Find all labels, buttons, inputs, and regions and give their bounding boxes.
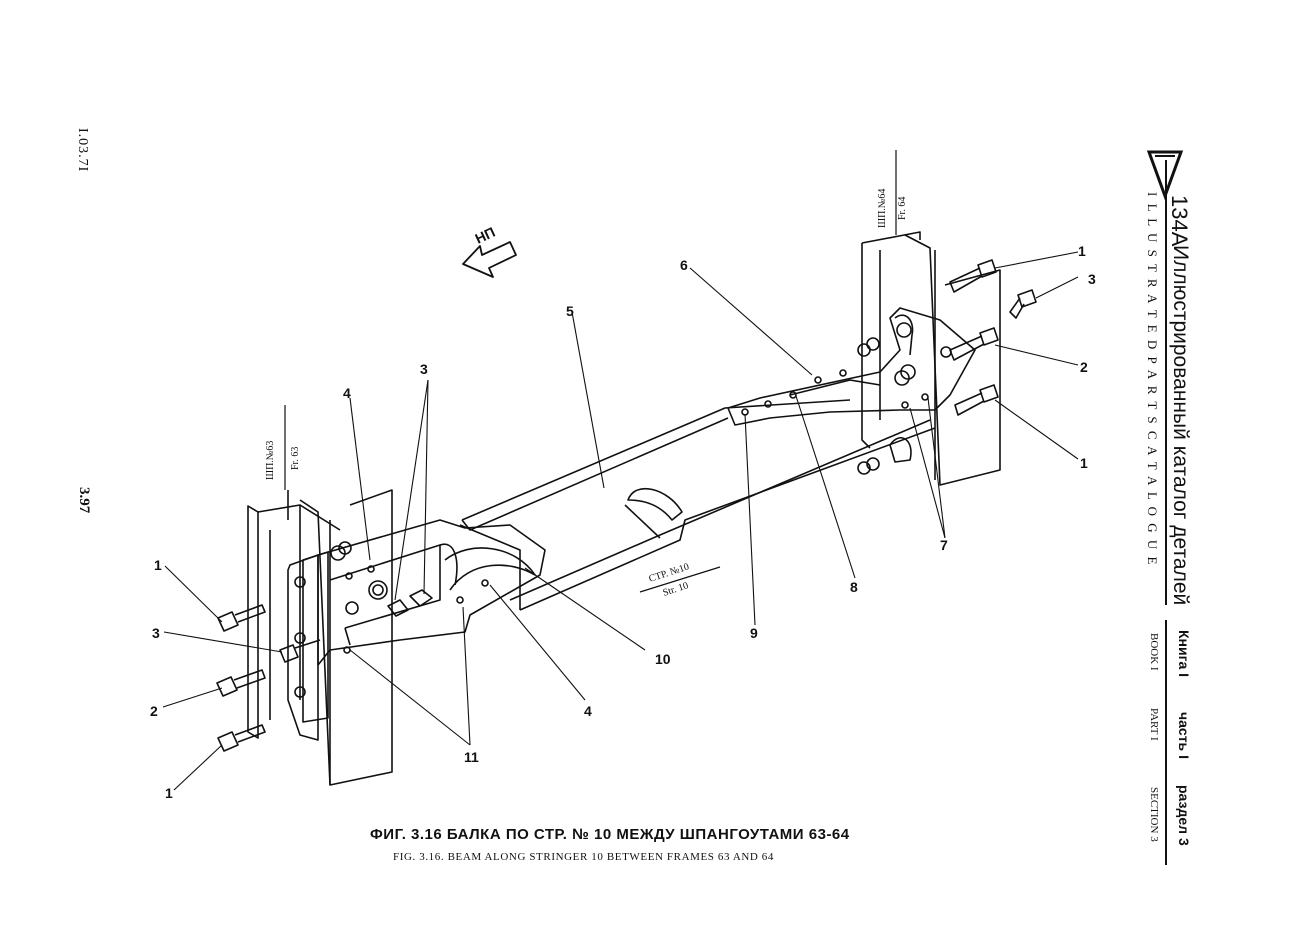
book-label-en: BOOK I bbox=[1148, 633, 1160, 671]
callout-10: 10 bbox=[655, 651, 671, 667]
figure-caption-en: FIG. 3.16. BEAM ALONG STRINGER 10 BETWEE… bbox=[393, 851, 775, 863]
callout-1-b: 1 bbox=[165, 785, 173, 801]
aircraft-model: 134A bbox=[1167, 195, 1192, 247]
part-label-ru: часть I bbox=[1176, 712, 1192, 759]
callout-4-a: 4 bbox=[343, 385, 351, 401]
callout-1-c: 1 bbox=[1078, 243, 1086, 259]
catalog-logo bbox=[1146, 150, 1184, 200]
callout-1-a: 1 bbox=[154, 557, 162, 573]
catalog-title-ru: Иллюстрированный каталог деталей bbox=[1169, 245, 1192, 606]
frame-63-label: ШП.№63 Fr. 63 bbox=[265, 405, 301, 490]
catalog-title-en: I L L U S T R A T E D P A R T S C A T A … bbox=[1145, 192, 1160, 567]
callout-9: 9 bbox=[750, 625, 758, 641]
part-label-en: PART I bbox=[1148, 708, 1160, 741]
svg-text:ШП.№63: ШП.№63 bbox=[265, 441, 276, 480]
figure-caption-ru: ФИГ. 3.16 БАЛКА ПО СТР. № 10 МЕЖДУ ШПАНГ… bbox=[370, 826, 850, 843]
frame-63 bbox=[247, 489, 393, 786]
callout-6: 6 bbox=[680, 257, 688, 273]
callout-4-b: 4 bbox=[584, 703, 592, 719]
stringer-label: СТР. №10 Str. 10 bbox=[639, 562, 721, 599]
callout-11: 11 bbox=[464, 749, 479, 765]
callout-2-a: 2 bbox=[150, 703, 158, 719]
svg-text:Fr. 63: Fr. 63 bbox=[290, 447, 301, 470]
svg-text:Str. 10: Str. 10 bbox=[662, 580, 690, 599]
frame-64-label: ШП.№64 Fr. 64 bbox=[877, 150, 908, 235]
svg-text:Fr. 64: Fr. 64 bbox=[897, 197, 908, 220]
callout-5: 5 bbox=[566, 303, 574, 319]
bolts-right bbox=[949, 259, 1037, 416]
section-label-en: SECTION 3 bbox=[1148, 787, 1160, 842]
section-label-ru: раздел 3 bbox=[1176, 785, 1192, 846]
callout-7: 7 bbox=[940, 537, 948, 553]
right-fitting bbox=[727, 307, 976, 475]
header-rule bbox=[1165, 160, 1167, 605]
callout-labels: 1 3 2 1 4 3 5 6 1 3 2 1 7 8 9 10 4 11 bbox=[150, 243, 1096, 801]
forward-direction-arrow: НП bbox=[462, 224, 517, 278]
direction-label: НП bbox=[473, 224, 498, 247]
left-fitting bbox=[287, 519, 546, 741]
beam-illustration: НП ШП.№63 Fr. 63 ШП.№64 Fr. 64 bbox=[150, 150, 1096, 801]
callout-2-b: 2 bbox=[1080, 359, 1088, 375]
callout-3-c: 3 bbox=[1088, 271, 1096, 287]
stringer-beam bbox=[459, 399, 936, 611]
bolts-left bbox=[216, 604, 321, 752]
leader-lines bbox=[162, 251, 1079, 791]
callout-3-b: 3 bbox=[420, 361, 428, 377]
book-label-ru: Книга I bbox=[1176, 630, 1192, 678]
callout-3-a: 3 bbox=[152, 625, 160, 641]
frame-64 bbox=[861, 231, 1001, 486]
callout-8: 8 bbox=[850, 579, 858, 595]
header-rule-bottom bbox=[1165, 620, 1167, 865]
svg-text:ШП.№64: ШП.№64 bbox=[877, 189, 888, 228]
callout-1-d: 1 bbox=[1080, 455, 1088, 471]
